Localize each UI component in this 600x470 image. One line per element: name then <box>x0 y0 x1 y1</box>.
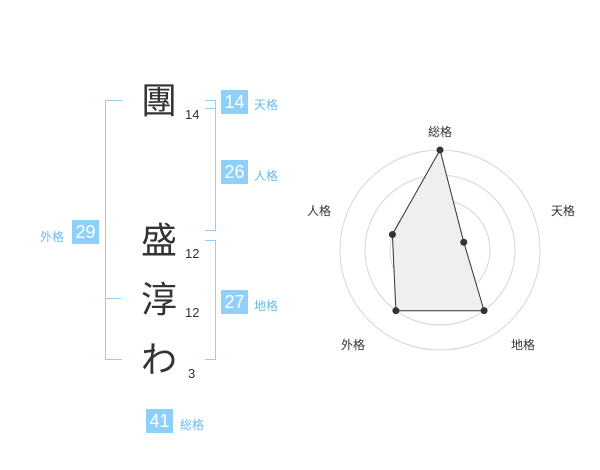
jinkaku-bracket <box>205 108 216 231</box>
chikaku-label: 地格 <box>254 299 279 313</box>
radar-point-5 <box>388 231 396 239</box>
stroke-count-3: 12 <box>185 305 200 320</box>
chikaku-cap <box>105 298 121 299</box>
chikaku-badge: 27 <box>221 290 248 314</box>
name-char-4: わ <box>141 340 178 381</box>
tenkaku-badge: 14 <box>221 90 248 114</box>
radar-area <box>391 148 485 312</box>
tenkaku-label: 天格 <box>254 98 279 112</box>
stroke-count-2: 12 <box>185 246 200 261</box>
radar-point-1 <box>436 146 444 154</box>
gaikaku-badge: 29 <box>72 220 99 244</box>
radar-label-tenkaku: 天格 <box>551 204 576 218</box>
name-char-3: 淳 <box>141 280 178 321</box>
radar-label-jinkaku: 人格 <box>307 204 332 218</box>
gaikaku-bracket <box>105 100 122 360</box>
soukaku-badge: 41 <box>146 409 173 433</box>
jinkaku-label: 人格 <box>254 169 279 183</box>
radar-label-gaikaku: 外格 <box>341 338 366 352</box>
radar-label-soukaku: 総格 <box>428 125 453 139</box>
tenkaku-bracket <box>205 100 216 109</box>
chikaku-bracket <box>205 240 216 360</box>
stroke-count-1: 14 <box>185 107 200 122</box>
radar-point-4 <box>392 307 400 315</box>
name-char-1: 團 <box>141 81 178 122</box>
radar-point-3 <box>480 307 488 315</box>
gaikaku-label: 外格 <box>40 230 65 244</box>
soukaku-label: 総格 <box>180 418 205 432</box>
radar-label-chikaku: 地格 <box>511 338 536 352</box>
radar-point-2 <box>460 238 468 246</box>
stroke-count-4: 3 <box>188 366 196 381</box>
jinkaku-badge: 26 <box>221 160 248 184</box>
name-char-2: 盛 <box>141 221 178 262</box>
